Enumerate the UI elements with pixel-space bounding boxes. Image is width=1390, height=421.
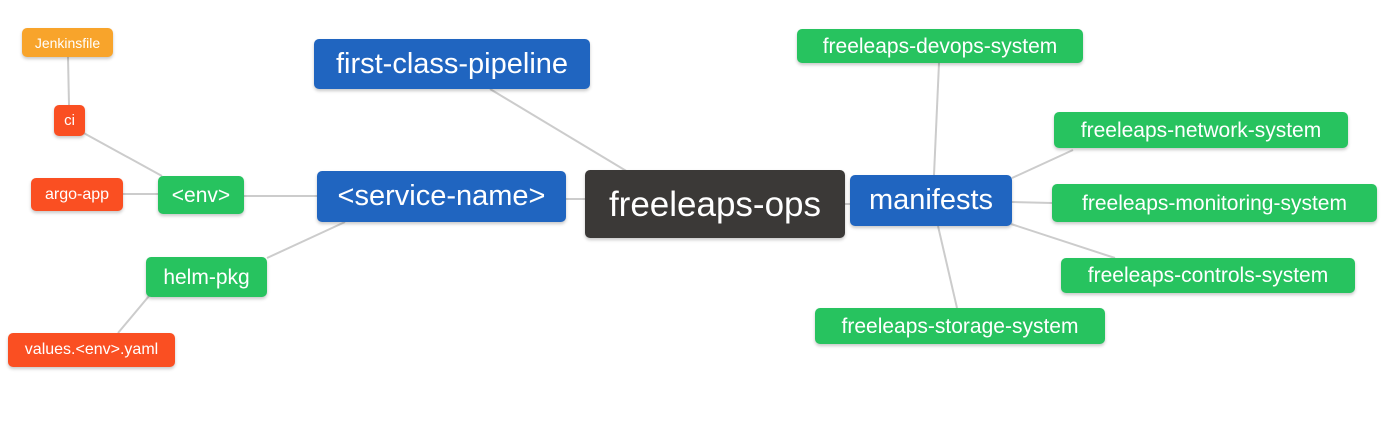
node-freeleaps-devops-system[interactable]: freeleaps-devops-system	[797, 29, 1083, 63]
node-env[interactable]: <env>	[158, 176, 244, 214]
node-argo-app[interactable]: argo-app	[31, 178, 123, 211]
node-freeleaps-monitoring-system[interactable]: freeleaps-monitoring-system	[1052, 184, 1377, 222]
node-freeleaps-ops[interactable]: freeleaps-ops	[585, 170, 845, 238]
edge-service-name-helm-pkg	[266, 221, 346, 259]
edge-first-class-pipeline-freeleaps-ops	[489, 88, 629, 173]
edge-ci-env	[79, 130, 163, 177]
edge-manifests-freeleaps-monitoring-system	[1011, 201, 1053, 204]
edge-manifests-freeleaps-devops-system	[933, 62, 940, 176]
edge-manifests-freeleaps-storage-system	[937, 225, 958, 309]
node-manifests[interactable]: manifests	[850, 175, 1012, 226]
node-first-class-pipeline[interactable]: first-class-pipeline	[314, 39, 590, 89]
node-service-name[interactable]: <service-name>	[317, 171, 566, 222]
edge-jenkinsfile-ci	[67, 56, 70, 106]
node-freeleaps-network-system[interactable]: freeleaps-network-system	[1054, 112, 1348, 148]
node-freeleaps-controls-system[interactable]: freeleaps-controls-system	[1061, 258, 1355, 293]
edge-manifests-freeleaps-network-system	[1011, 149, 1074, 179]
edge-helm-pkg-values-env-yaml	[117, 295, 150, 334]
node-ci[interactable]: ci	[54, 105, 85, 136]
node-helm-pkg[interactable]: helm-pkg	[146, 257, 267, 297]
edge-manifests-freeleaps-controls-system	[1010, 223, 1116, 259]
node-jenkinsfile[interactable]: Jenkinsfile	[22, 28, 113, 57]
node-freeleaps-storage-system[interactable]: freeleaps-storage-system	[815, 308, 1105, 344]
node-values-env-yaml[interactable]: values.<env>.yaml	[8, 333, 175, 367]
